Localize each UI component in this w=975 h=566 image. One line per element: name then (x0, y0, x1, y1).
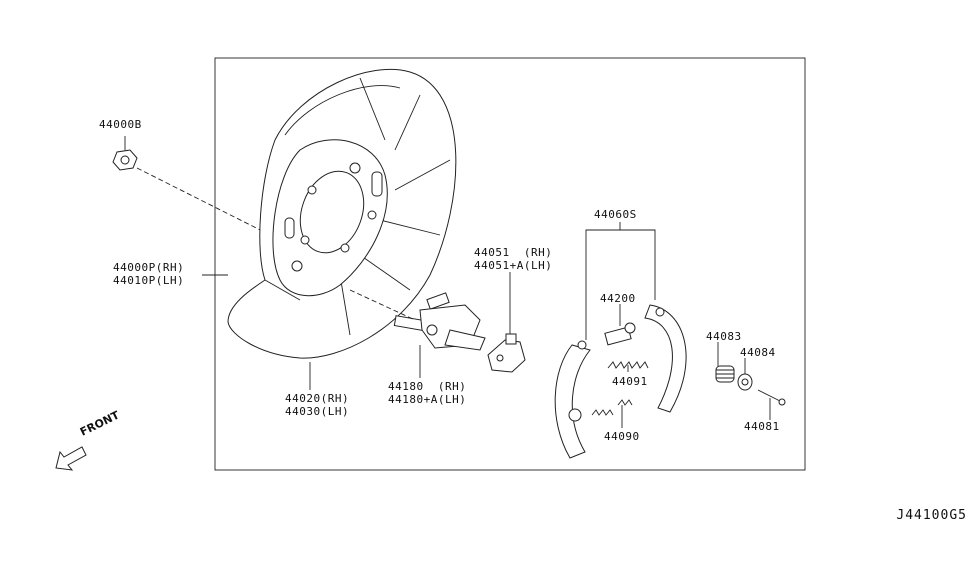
label-dust-cover: 44020(RH) 44030(LH) (285, 392, 350, 418)
label-spring-lower: 44090 (604, 430, 640, 443)
label-shoe-set: 44060S (594, 208, 637, 221)
diagram-frame (214, 57, 806, 471)
spring-lower-part (591, 399, 633, 416)
spring-upper-part (607, 361, 649, 369)
lever-part (487, 333, 526, 373)
label-spring-upper: 44091 (612, 375, 648, 388)
label-back-plate: 44000P(RH) 44010P(LH) (113, 261, 185, 287)
cup-part (737, 373, 753, 391)
label-lever: 44051 (RH) 44051+A(LH) (474, 246, 553, 272)
front-arrow-icon (55, 446, 87, 471)
label-hold-spring: 44083 (706, 330, 742, 343)
label-nut: 44000B (99, 118, 142, 131)
label-pin: 44081 (744, 420, 780, 433)
hold-spring-part (715, 365, 735, 383)
shoe-set-bracket (585, 229, 656, 340)
label-adjuster: 44180 (RH) 44180+A(LH) (388, 380, 467, 406)
pin-part (757, 389, 786, 406)
adjuster-assy-part (604, 322, 636, 346)
diagram-code: J44100G5 (896, 508, 967, 523)
nut-part (112, 149, 138, 171)
back-plate-part (272, 139, 388, 297)
brake-shoe-right (644, 304, 687, 413)
adjuster-part (393, 292, 486, 351)
brake-shoe-left (554, 340, 591, 459)
label-adjuster-assy: 44200 (600, 292, 636, 305)
label-cup: 44084 (740, 346, 776, 359)
adjuster-leader-dashed (349, 289, 416, 321)
